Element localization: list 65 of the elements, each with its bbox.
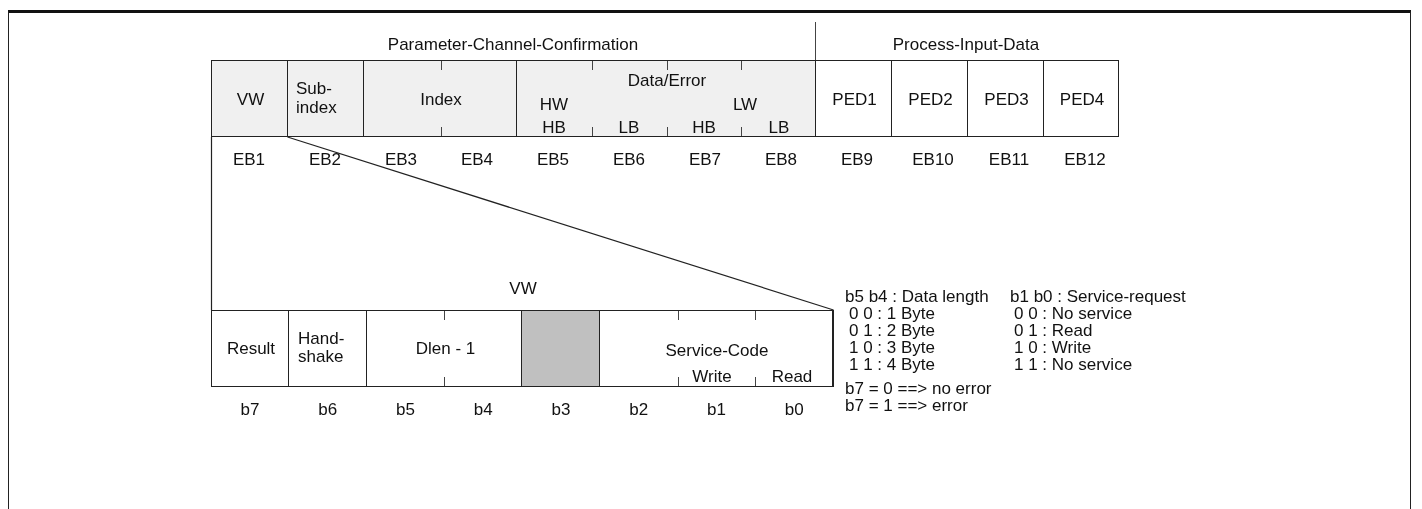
field-label: PED2 xyxy=(908,90,953,109)
register-field xyxy=(211,60,288,137)
note-text: b5 b4 : Data length xyxy=(845,287,989,307)
byte-number: EB2 xyxy=(308,150,342,170)
field-label: PED4 xyxy=(1059,90,1105,109)
field-label: Read xyxy=(771,367,813,386)
field-label: LB xyxy=(618,118,640,138)
note-text: b1 b0 : Service-request xyxy=(1010,287,1186,307)
field-label: LW xyxy=(732,95,758,115)
group-heading: Parameter-Channel-Confirmation xyxy=(387,35,639,55)
group-heading: Process-Input-Data xyxy=(892,35,1040,55)
byte-number: EB4 xyxy=(460,150,494,170)
field-label: Result xyxy=(226,339,276,359)
note-text: 0 1 : 2 Byte xyxy=(849,321,935,341)
bit-number: b4 xyxy=(473,400,493,420)
note-text: 1 0 : 3 Byte xyxy=(849,338,935,358)
zoom-line xyxy=(210,136,213,311)
bit-number: b2 xyxy=(629,400,649,420)
bit-number: b6 xyxy=(318,400,338,420)
zoom-line xyxy=(286,136,835,311)
field-label: PED3 xyxy=(984,90,1029,109)
field-label: Service-Code xyxy=(665,341,769,360)
field-label: Hand-shake xyxy=(298,329,346,368)
register-field xyxy=(363,60,517,137)
bit-number: b7 xyxy=(240,400,260,420)
byte-number: EB9 xyxy=(840,150,874,170)
register-field xyxy=(815,60,892,137)
register-field xyxy=(1043,60,1119,137)
field-label: Data/Error xyxy=(627,71,707,91)
note-text: 0 0 : No service xyxy=(1014,304,1133,324)
field-label: HB xyxy=(692,118,716,138)
byte-number: EB11 xyxy=(988,150,1030,170)
byte-number: EB12 xyxy=(1064,150,1106,170)
bit-number: b5 xyxy=(396,400,415,420)
field-label: Write xyxy=(692,367,732,386)
field-label: VW xyxy=(236,90,265,109)
field-label: HB xyxy=(542,118,566,138)
register-field xyxy=(287,60,364,137)
note-text: b7 = 1 ==> error xyxy=(845,396,968,416)
field-label: Index xyxy=(420,90,462,109)
field-label: HW xyxy=(539,95,569,115)
byte-number: EB1 xyxy=(232,150,266,170)
register-field xyxy=(516,60,816,137)
field-label: PED1 xyxy=(832,90,877,109)
note-text: 0 1 : Read xyxy=(1014,321,1093,341)
byte-number: EB8 xyxy=(764,150,798,170)
note-text: 0 0 : 1 Byte xyxy=(849,304,935,324)
note-text: 1 0 : Write xyxy=(1014,338,1092,358)
byte-number: EB10 xyxy=(912,150,954,170)
field-label: Sub-index xyxy=(296,80,338,118)
register-title: VW xyxy=(509,279,537,299)
byte-number: EB6 xyxy=(612,150,646,170)
byte-number: EB3 xyxy=(384,150,418,170)
note-text: 1 1 : No service xyxy=(1014,355,1133,375)
byte-number: EB5 xyxy=(536,150,570,170)
note-text: b7 = 0 ==> no error xyxy=(845,379,992,399)
bit-number: b3 xyxy=(551,400,571,420)
register-field xyxy=(967,60,1044,137)
register-field xyxy=(891,60,968,137)
byte-number: EB7 xyxy=(688,150,722,170)
note-text: 1 1 : 4 Byte xyxy=(849,355,935,375)
bit-number: b0 xyxy=(784,400,804,420)
field-label: Dlen - 1 xyxy=(415,339,476,359)
bit-number: b1 xyxy=(707,400,726,420)
field-label: LB xyxy=(768,118,790,138)
